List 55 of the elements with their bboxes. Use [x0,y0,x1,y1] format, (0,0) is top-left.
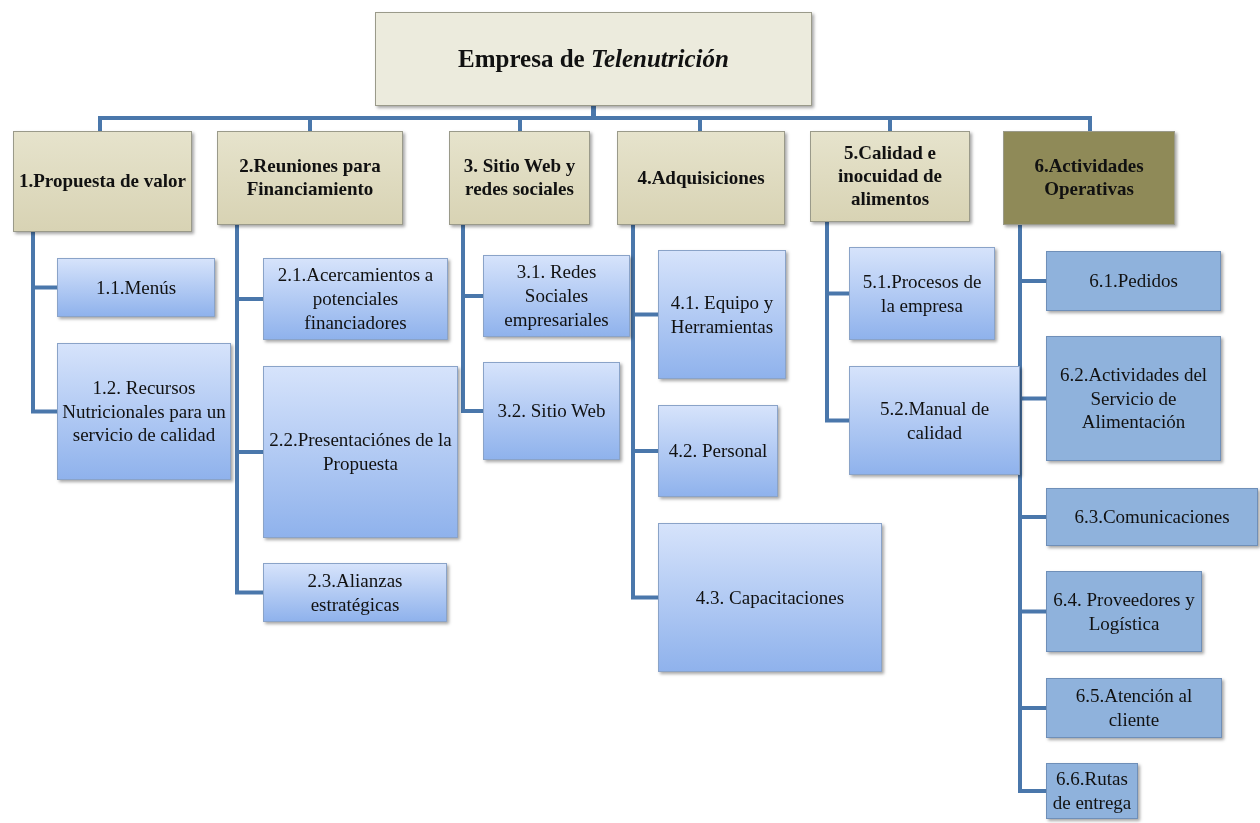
node-label: 6.6.Rutas de entrega [1051,767,1133,815]
node-label: 5.1.Procesos de la empresa [861,269,983,318]
connector-line [235,225,263,595]
node-label: 4.Adquisiciones [637,166,765,190]
process-box [658,523,882,672]
node-label: 6.5.Atención al cliente [1074,684,1194,732]
process-box [849,247,995,340]
node-label: 5.2.Manual de calidad [878,396,991,445]
process-box [449,131,590,225]
node-label: Empresa de Telenutrición [458,45,729,73]
node-label: 1.Propuesta de valor [19,170,186,193]
node-label: 6.2.Actividades del Servicio de Alimentación [1058,362,1209,435]
node-label: 3.1. Redes Sociales empresariales [503,260,610,332]
node-label: 6.1.Pedidos [1089,269,1178,293]
process-box [658,250,786,379]
process-box [263,366,458,538]
process-box [849,366,1020,475]
process-box [1003,131,1175,225]
process-box [810,131,970,222]
title-box [375,12,812,106]
node-label: 2.3.Alianzas estratégicas [306,568,404,617]
process-box [57,343,231,480]
node-label: 1.2. Recursos Nutricionales para un servicio de calidad [62,375,226,448]
process-box [217,131,403,225]
process-box [13,131,192,232]
process-box [263,563,447,622]
connector-line [31,232,57,414]
node-label: 4.3. Capacitaciones [695,585,845,610]
process-box [1046,336,1221,461]
node-label: 4.1. Equipo y Herramientas [669,290,775,339]
process-box [1046,488,1258,546]
process-box [1046,678,1222,738]
node-label: 2.Reuniones para Financiamiento [238,155,382,201]
process-box [658,405,778,497]
node-label: 3. Sitio Web y redes sociales [462,155,577,201]
process-box [1046,571,1202,652]
process-box [1046,251,1221,311]
node-label: 3.2. Sitio Web [497,399,606,423]
process-box [617,131,785,225]
node-label: 6.4. Proveedores y Logística [1052,587,1196,636]
node-label: 4.2. Personal [668,439,768,463]
connector-line [591,106,1092,131]
node-label: 6.3.Comunicaciones [1074,505,1230,529]
process-box [483,255,630,337]
connector-line [825,222,849,423]
process-box [263,258,448,340]
connector-line [631,225,658,600]
process-box [483,362,620,460]
node-label: 2.1.Acercamientos a potenciales financiadores [276,263,435,335]
node-label: 2.2.Presentaciónes de la Propuesta [268,428,453,476]
node-label: 5.Calidad e inocuidad de alimentos [837,142,943,211]
node-label: 6.Actividades Operativas [1033,155,1145,201]
node-label: 1.1.Menús [95,275,177,300]
process-box [57,258,215,317]
connector-line [461,225,483,413]
